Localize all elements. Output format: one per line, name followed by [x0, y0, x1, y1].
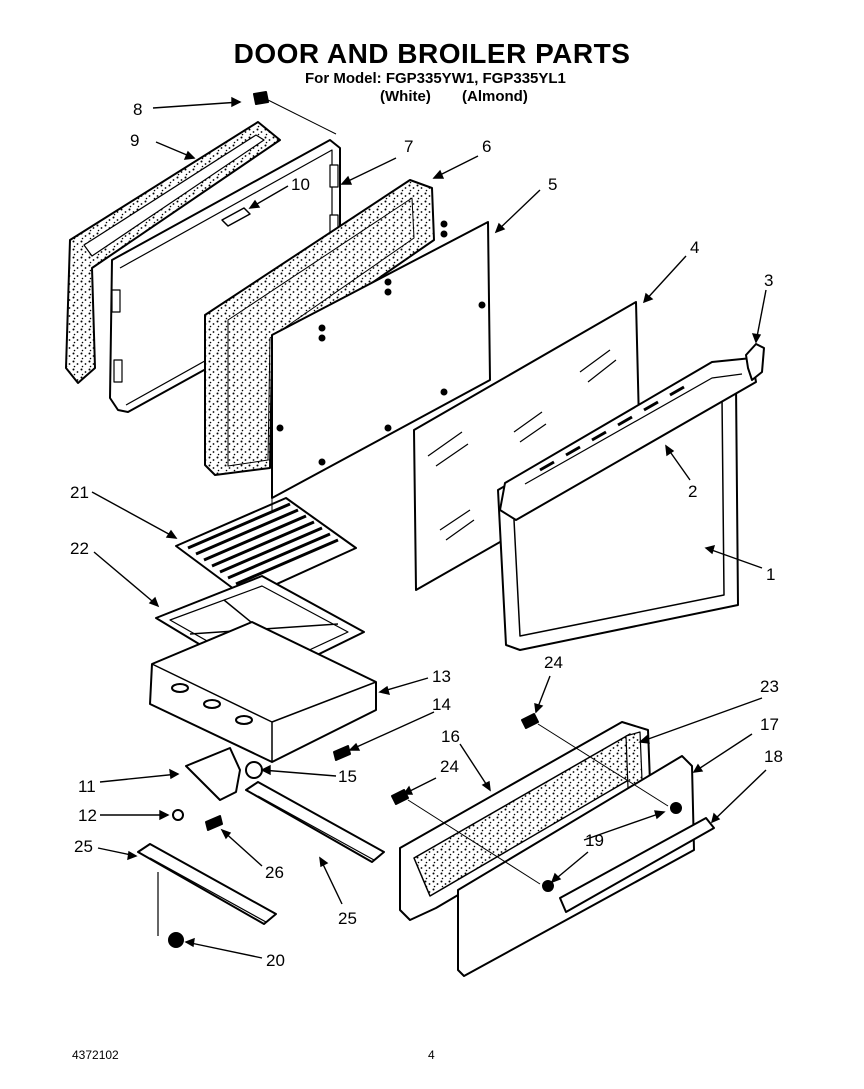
washer [245, 761, 263, 779]
callout-14: 14 [432, 695, 451, 714]
leader-arrows [91, 96, 767, 959]
variant-white: (White) [380, 88, 431, 105]
callout-7: 7 [404, 137, 413, 156]
callout-8: 8 [133, 100, 142, 119]
fastener-19a [670, 802, 682, 814]
callout-5: 5 [548, 175, 557, 194]
callout-17: 17 [760, 715, 779, 734]
bracket [185, 747, 241, 801]
screw-24a [521, 713, 539, 729]
nut [172, 809, 184, 821]
drawer-insulation [625, 731, 643, 789]
callout-21: 21 [70, 483, 89, 502]
callout-10: 10 [291, 175, 310, 194]
callout-24a: 24 [544, 653, 563, 672]
callout-16: 16 [441, 727, 460, 746]
page-number: 4 [428, 1048, 435, 1062]
slide-rail-upper [245, 781, 385, 863]
screw-8 [253, 91, 269, 105]
callout-1: 1 [766, 565, 775, 584]
slide-rail-lower [137, 843, 277, 936]
callout-11: 11 [78, 777, 96, 796]
callout-6: 6 [482, 137, 491, 156]
callout-15: 15 [338, 767, 357, 786]
callout-22: 22 [70, 539, 89, 558]
glide [168, 932, 184, 948]
variant-almond: (Almond) [462, 88, 528, 105]
callout-25a: 25 [74, 837, 93, 856]
reference-lines [267, 99, 669, 885]
callout-20: 20 [266, 951, 285, 970]
drawer-front [457, 755, 695, 977]
callout-13: 13 [432, 667, 451, 686]
model-line: For Model: FGP335YW1, FGP335YL1 [305, 70, 566, 87]
callout-24b: 24 [440, 757, 459, 776]
callout-9: 9 [130, 131, 139, 150]
callout-2: 2 [688, 482, 697, 501]
callout-12: 12 [78, 806, 97, 825]
drawer-handle [559, 817, 715, 913]
callout-26: 26 [265, 863, 284, 882]
door-gasket [65, 121, 281, 384]
broiler-pan [149, 621, 377, 763]
screw-26 [205, 815, 223, 831]
screw-14 [333, 745, 351, 761]
page-title: DOOR AND BROILER PARTS [233, 38, 631, 69]
clip [221, 207, 251, 227]
door-handle [499, 357, 757, 521]
handle-end-cap [745, 343, 765, 381]
callout-labels: 8 9 7 6 10 5 4 3 2 1 21 22 13 14 24 23 1… [70, 100, 783, 970]
callout-4: 4 [690, 238, 699, 257]
fastener-19b [542, 880, 554, 892]
broiler-grid [175, 497, 357, 599]
callout-23: 23 [760, 677, 779, 696]
inner-door-panel [271, 220, 491, 499]
callout-18: 18 [764, 747, 783, 766]
callout-25b: 25 [338, 909, 357, 928]
doc-number: 4372102 [72, 1048, 119, 1062]
callout-19: 19 [585, 831, 604, 850]
callout-3: 3 [764, 271, 773, 290]
